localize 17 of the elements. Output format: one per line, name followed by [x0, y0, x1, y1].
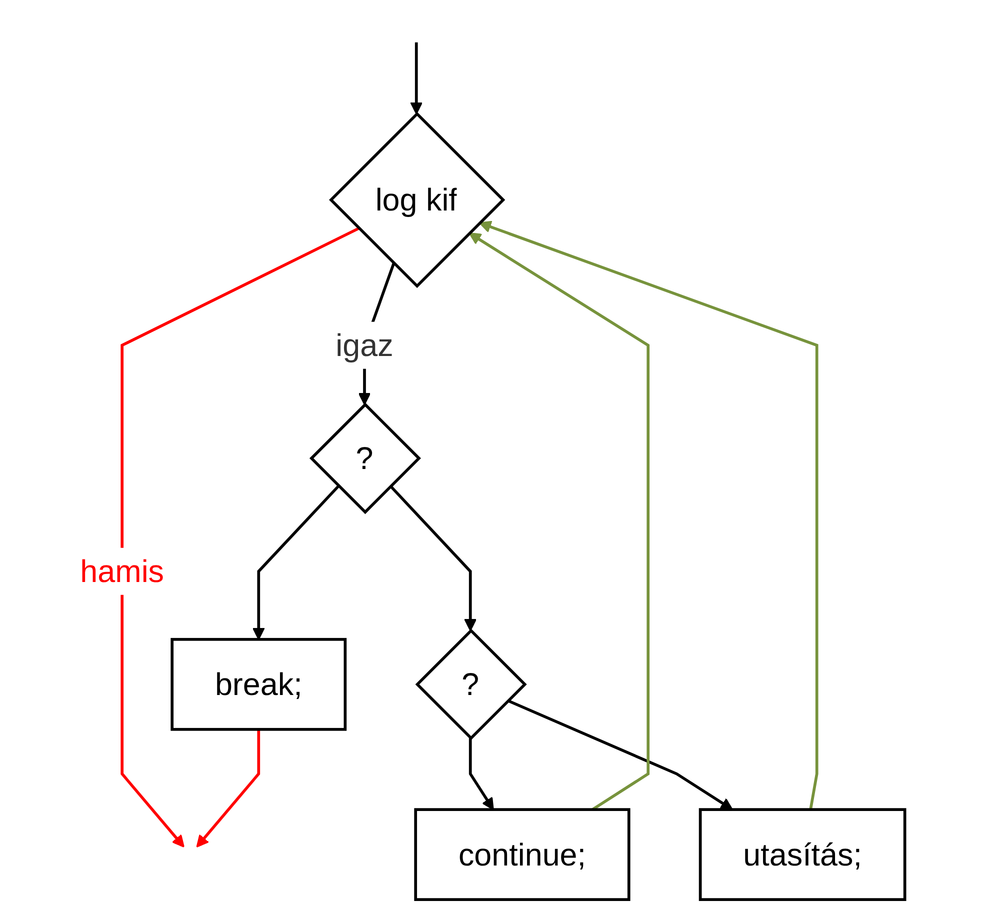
arrow: [468, 738, 494, 810]
decision-diamond: ?: [309, 402, 421, 514]
arrow: [507, 698, 733, 810]
arrow: [478, 220, 818, 810]
decision-diamond: log kif: [329, 111, 506, 288]
arrow: [468, 232, 650, 810]
edge-label: hamis: [80, 552, 164, 589]
decision-diamond: ?: [415, 628, 527, 740]
edge-label: igaz: [336, 326, 394, 363]
process-box: break;: [170, 637, 347, 730]
arrow: [120, 226, 360, 847]
arrow: [389, 484, 477, 631]
process-box: utasítás;: [698, 808, 906, 900]
process-box: continue;: [414, 808, 630, 900]
arrow: [252, 484, 340, 640]
arrow: [410, 42, 423, 114]
arrow: [196, 728, 260, 847]
